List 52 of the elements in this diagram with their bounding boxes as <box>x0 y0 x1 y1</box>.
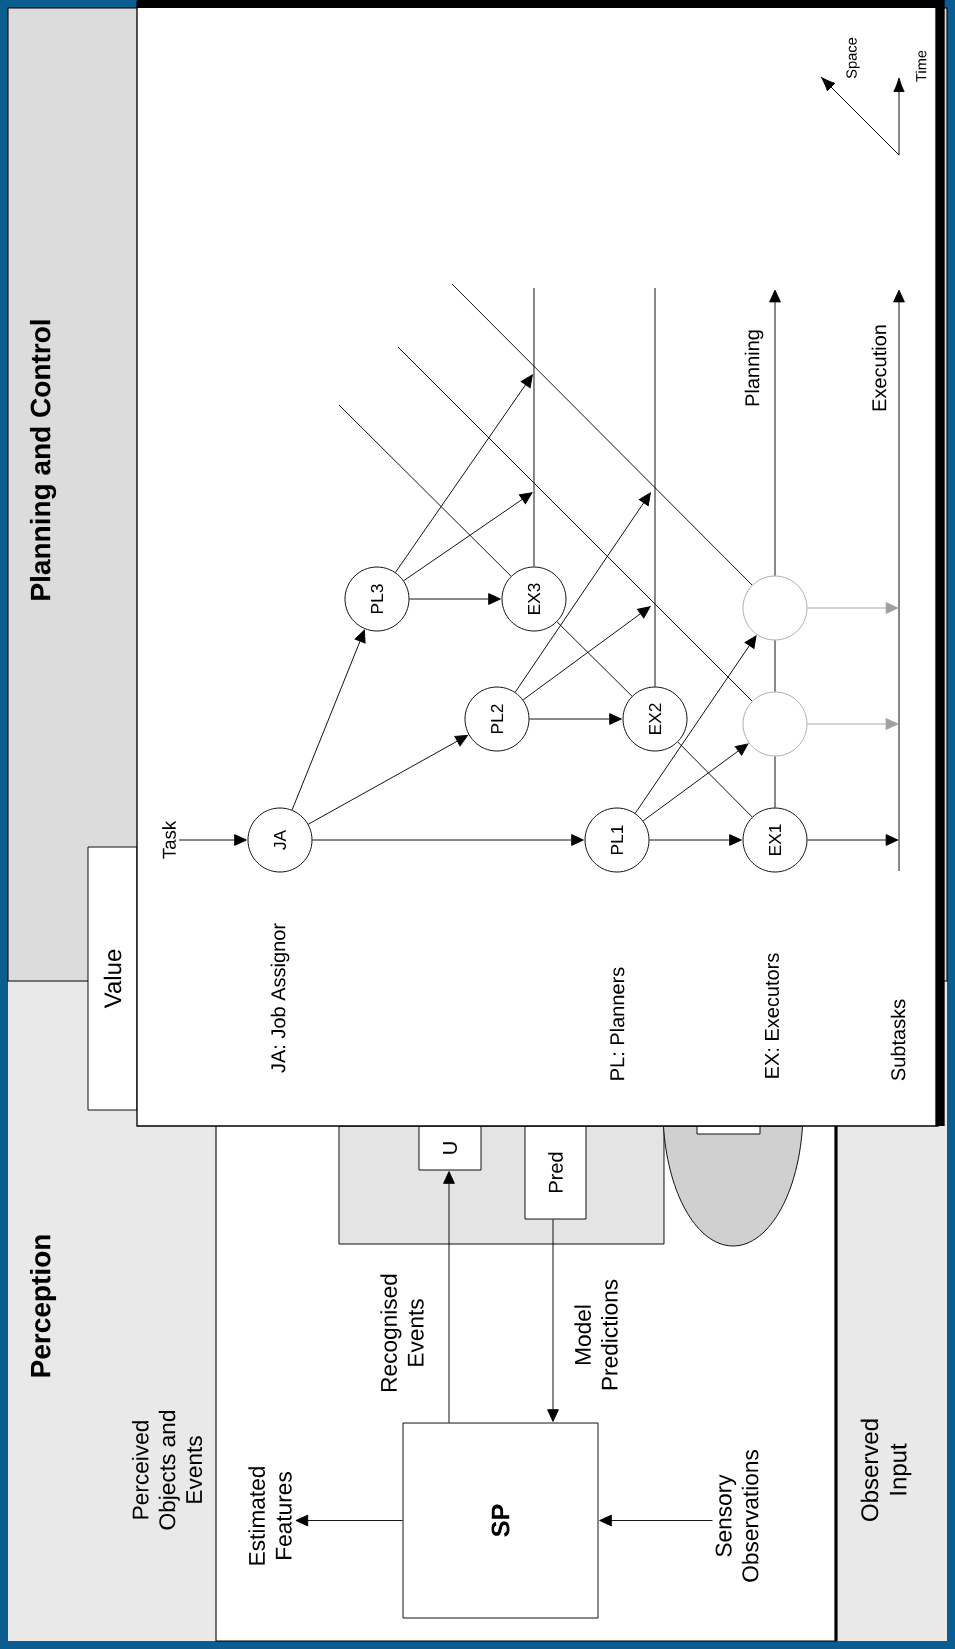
circle-node: EX1 <box>742 807 808 873</box>
arrow <box>807 834 899 846</box>
circle-node: EX3 <box>501 566 567 632</box>
panel-heading: Planning and Control <box>29 320 57 600</box>
key-label: EX: Executors <box>765 953 779 1078</box>
circle-node: EX2 <box>622 686 688 752</box>
axis-label: Space <box>846 37 860 79</box>
small-box <box>696 1125 761 1135</box>
process-box: U <box>418 1125 482 1171</box>
edge-label: Recognised Events <box>378 1268 426 1398</box>
node-label: Estimated Features <box>248 1467 292 1565</box>
arrow <box>522 606 651 701</box>
text-label: Observed Input <box>860 1419 912 1521</box>
key-label: JA: Job Assignor <box>270 923 290 1073</box>
node-label: Task <box>162 820 176 859</box>
arrow <box>649 834 742 846</box>
arrow <box>514 492 651 693</box>
axis-label: Execution <box>871 325 887 411</box>
circle-node: PL2 <box>464 686 530 752</box>
arrow <box>403 492 533 582</box>
circle-node <box>742 691 808 757</box>
arrow <box>807 718 899 730</box>
arrow <box>642 743 749 822</box>
value-box: Value <box>87 846 138 1111</box>
arrow <box>312 834 584 846</box>
edge-label: Model Predictions <box>572 1270 620 1400</box>
arrow <box>807 602 899 614</box>
arrow <box>395 374 533 573</box>
panel-heading: Perception <box>29 1235 57 1377</box>
circle-node: PL1 <box>584 807 650 873</box>
arrow <box>769 289 781 576</box>
axis-label: Planning <box>744 330 764 406</box>
axis-label: Subtasks <box>890 999 906 1081</box>
node-label: Sensory Observations <box>715 1450 759 1582</box>
key-label: PL: Planners <box>609 967 625 1080</box>
process-box: Pred <box>524 1125 587 1220</box>
arrow <box>409 593 501 605</box>
circle-node: PL3 <box>344 566 410 632</box>
arrow <box>178 834 247 846</box>
arrow <box>443 1171 455 1423</box>
process-box: SP <box>402 1422 599 1619</box>
arrow <box>529 713 622 725</box>
arrow <box>307 734 469 825</box>
arrow <box>291 629 366 811</box>
circle-node: JA <box>247 807 313 873</box>
text-label: Perceived Objects and Events <box>131 1411 203 1530</box>
arrow <box>599 1514 713 1527</box>
arrow <box>547 1219 559 1422</box>
arrow <box>295 1514 403 1527</box>
axis-label: Time <box>915 50 927 82</box>
arrow <box>634 635 757 814</box>
circle-node <box>742 575 808 641</box>
